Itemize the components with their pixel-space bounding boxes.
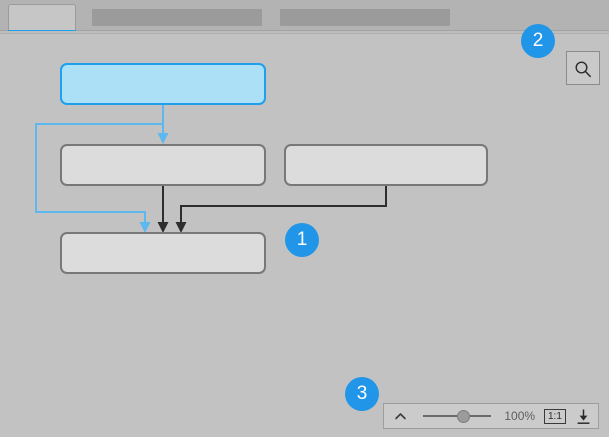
- edge-b-to-c: [175, 186, 387, 233]
- tab-1[interactable]: [8, 4, 76, 32]
- tab-2[interactable]: [92, 9, 262, 26]
- annotation-badge-1: 1: [285, 223, 319, 257]
- zoom-level-label: 100%: [504, 409, 536, 423]
- tab-bar-divider: [0, 31, 609, 34]
- diagram-node-a[interactable]: [60, 144, 266, 186]
- diagram-node-root[interactable]: [60, 63, 266, 105]
- annotation-badge-2: 2: [521, 24, 555, 58]
- annotation-badge-3: 3: [345, 377, 379, 411]
- diagram-node-c[interactable]: [60, 232, 266, 274]
- diagram-node-root-label: [62, 65, 264, 103]
- download-icon: [577, 409, 590, 424]
- zoom-toolbar: 100% 1:1: [383, 403, 599, 429]
- export-button[interactable]: [569, 404, 598, 428]
- actual-size-button[interactable]: 1:1: [544, 408, 566, 424]
- edge-a-to-c: [157, 186, 169, 233]
- tab-3[interactable]: [280, 9, 450, 26]
- diagram-node-a-label: [62, 146, 264, 184]
- diagram-node-b[interactable]: [284, 144, 488, 186]
- search-button[interactable]: [566, 51, 600, 85]
- diagram-node-c-label: [62, 234, 264, 272]
- search-icon: [575, 61, 591, 78]
- diagram-node-b-label: [286, 146, 486, 184]
- zoom-slider-handle[interactable]: [457, 410, 471, 423]
- zoom-slider[interactable]: [417, 404, 497, 428]
- collapse-toolbar-button[interactable]: [384, 404, 417, 428]
- tab-bar: [0, 0, 609, 32]
- edge-root-to-a: [157, 105, 169, 144]
- chevron-up-icon: [395, 412, 406, 419]
